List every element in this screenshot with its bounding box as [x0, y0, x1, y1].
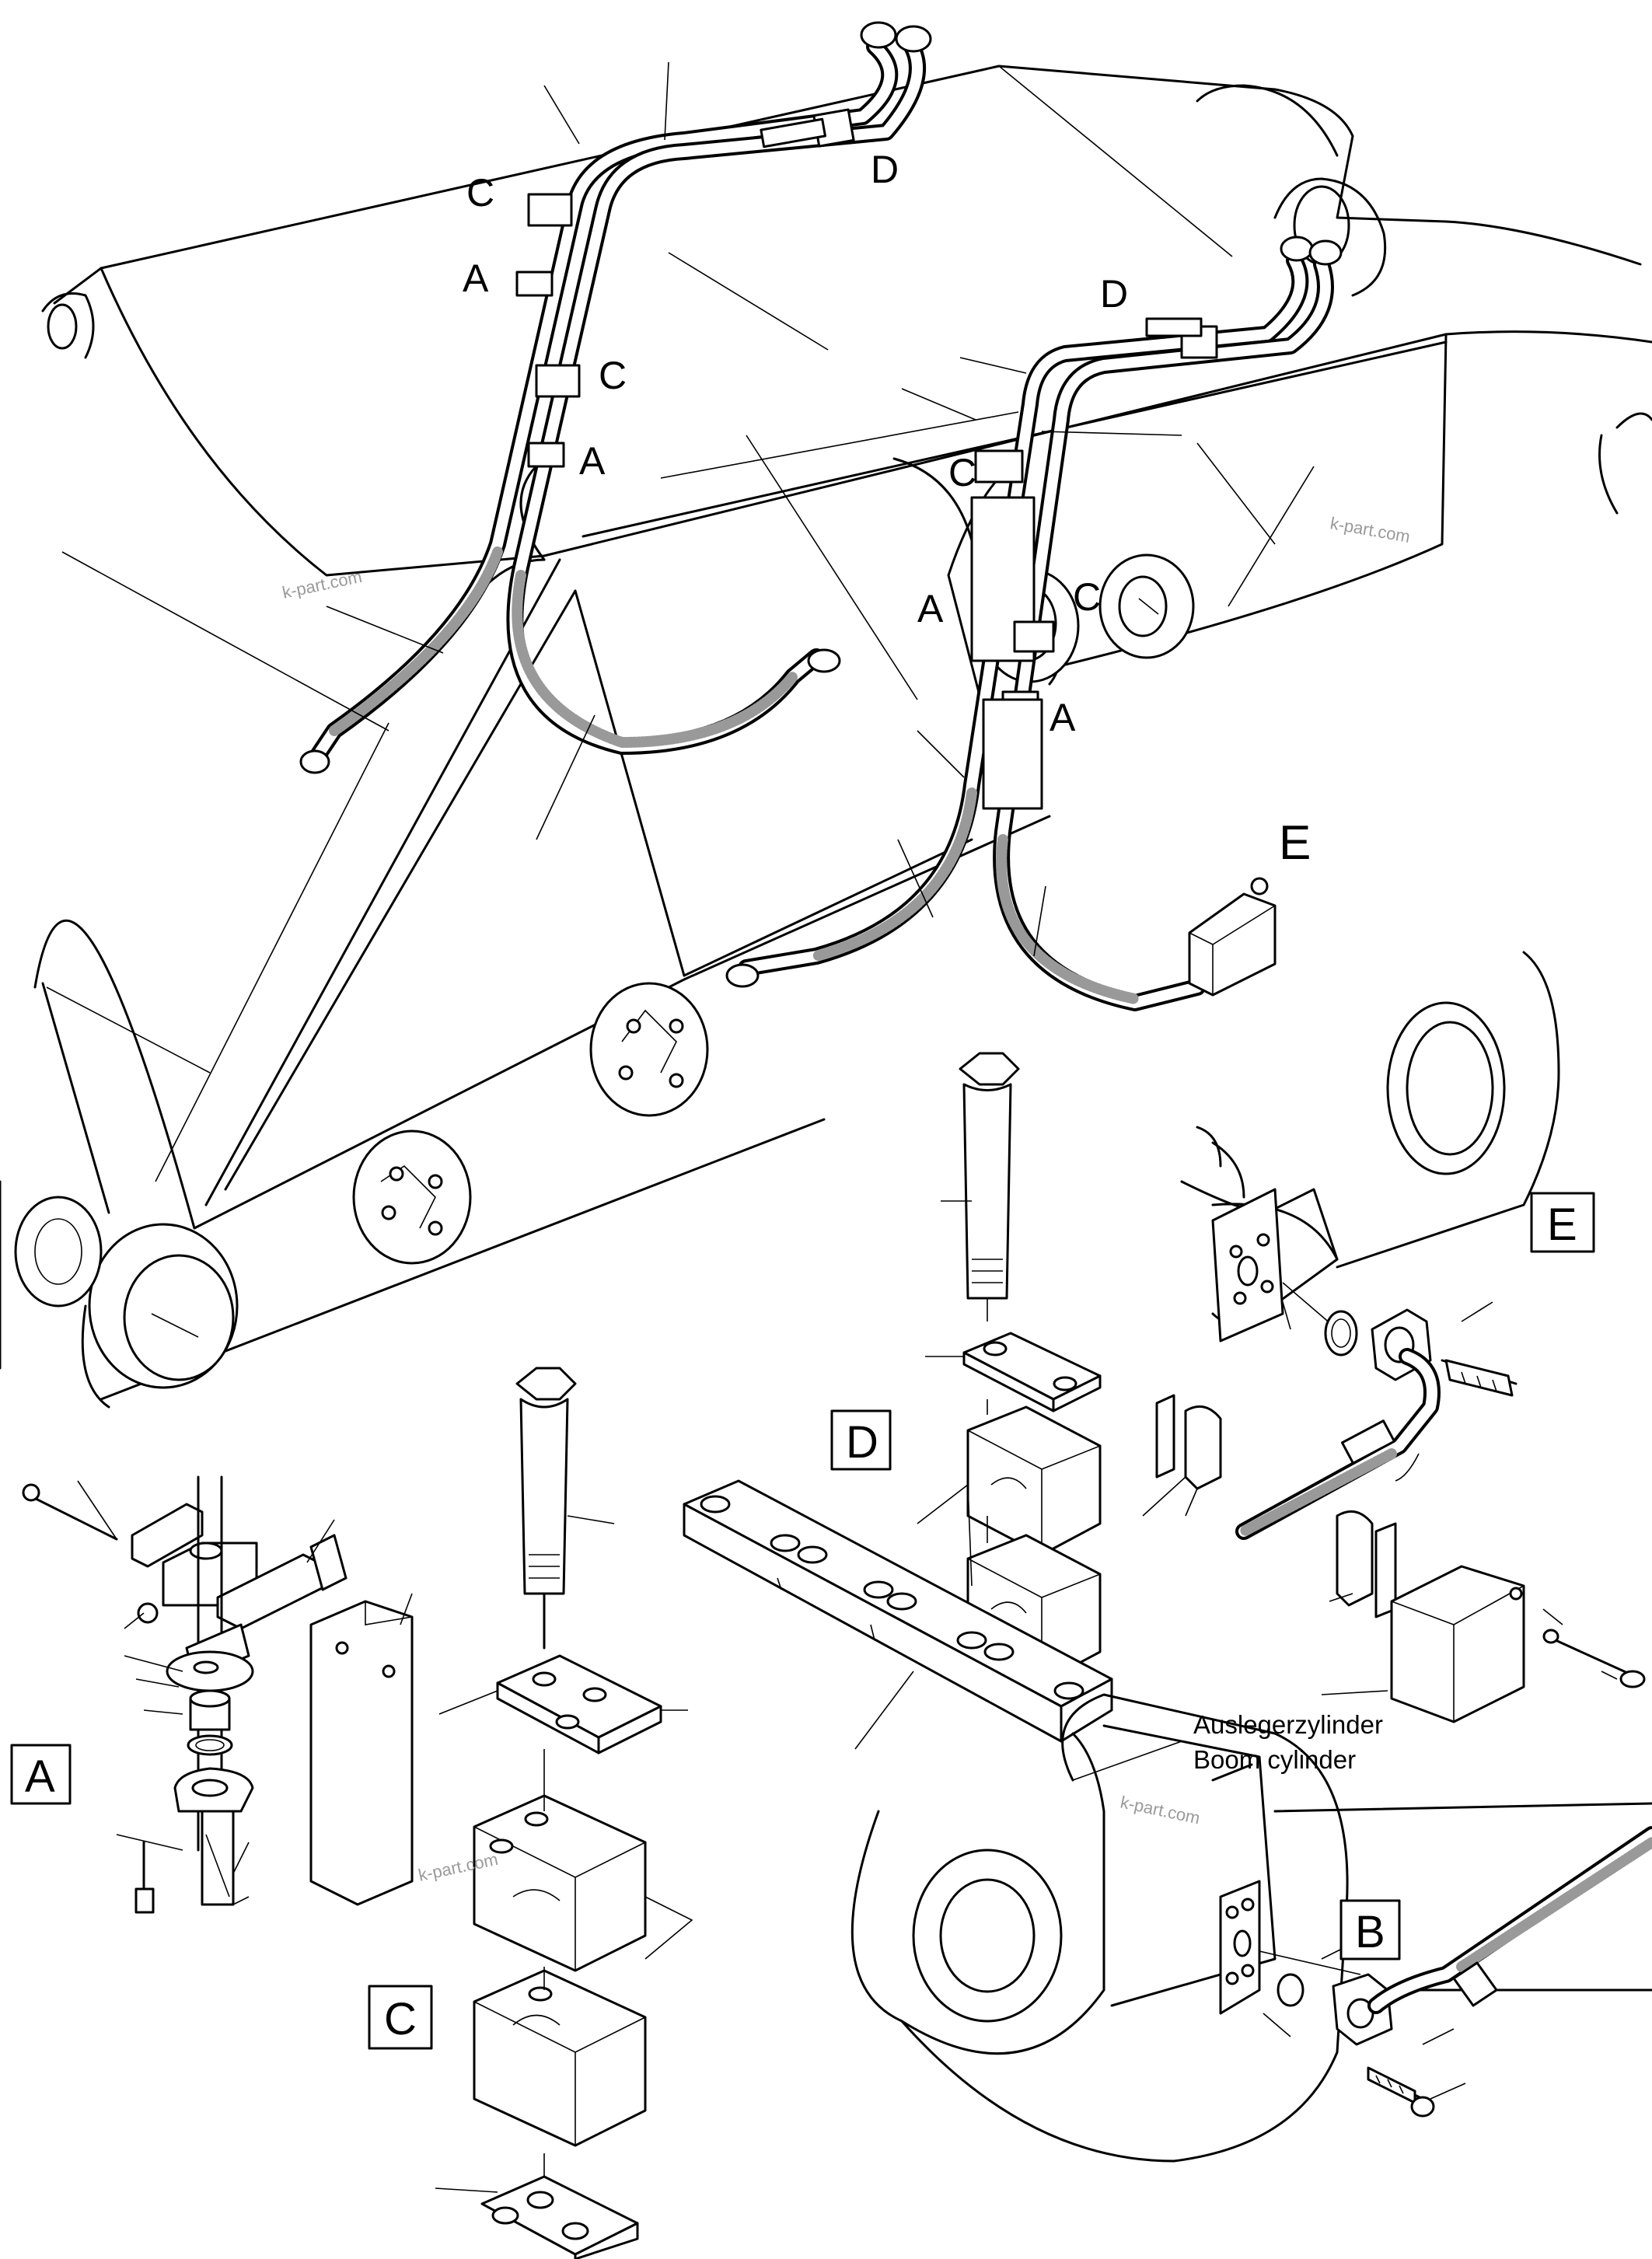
svg-text:E: E: [1547, 1199, 1577, 1250]
detail-c-exploded: [435, 1367, 693, 2259]
detail-d-exploded: [683, 1052, 1113, 1750]
flange-plates: [352, 982, 709, 1265]
detail-e-exploded: [1142, 951, 1646, 1723]
main-view-callouts: C A C A D D C A C A E: [463, 148, 1311, 870]
callout-c-4: C: [1073, 575, 1101, 619]
boom-outline: [0, 65, 1652, 1409]
callout-a-3: A: [917, 587, 944, 630]
callout-a-2: A: [579, 439, 606, 483]
svg-text:A: A: [25, 1751, 55, 1802]
detail-box-e: E: [1530, 1192, 1595, 1253]
caption-line-2: Boom cylinder: [1193, 1745, 1356, 1774]
svg-text:B: B: [1355, 1907, 1385, 1957]
callout-c-1: C: [466, 171, 494, 215]
svg-text:D: D: [846, 1417, 878, 1468]
hose-route-left: [299, 21, 932, 774]
callout-a-4: A: [1050, 696, 1076, 739]
svg-text:C: C: [384, 1994, 417, 2044]
callout-d-1: D: [871, 148, 899, 191]
detail-box-c: C: [368, 1985, 433, 2050]
detail-box-d: D: [830, 1409, 892, 1471]
detail-box-a: A: [10, 1744, 72, 1805]
watermark-2: k-part.com: [1329, 513, 1412, 546]
callout-e: E: [1279, 816, 1311, 870]
leader-lines-main: [61, 61, 1182, 1182]
callout-a-1: A: [463, 257, 489, 300]
caption-line-1: Auslegerzylinder: [1193, 1710, 1383, 1739]
detail-a-exploded: [22, 1475, 414, 1914]
callout-c-3: C: [948, 451, 976, 494]
callout-d-2: D: [1100, 272, 1128, 316]
callout-c-2: C: [599, 354, 627, 397]
watermark-4: k-part.com: [1119, 1792, 1202, 1828]
detail-box-b: B: [1339, 1899, 1401, 1960]
detail-b-boom-cylinder: [850, 1693, 1652, 2163]
hose-route-right: [725, 236, 1343, 1011]
